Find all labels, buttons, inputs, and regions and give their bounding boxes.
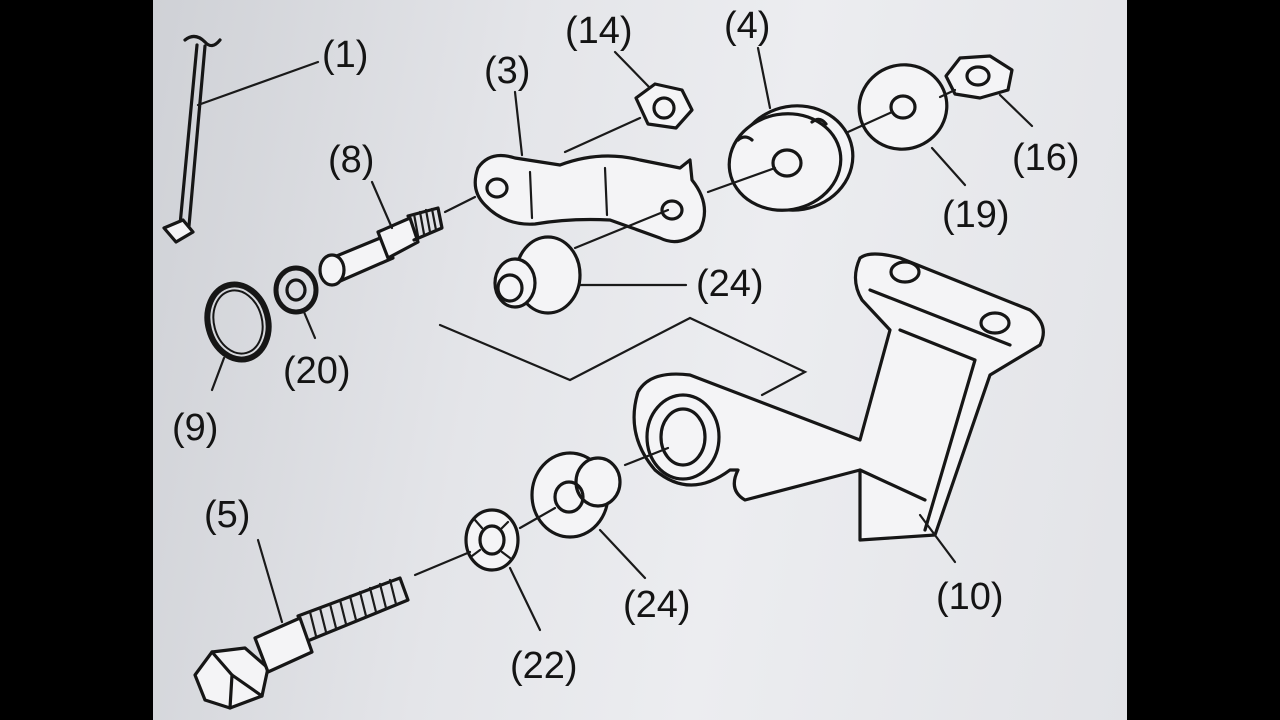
washer-small-part [273, 265, 319, 340]
label-1: (1) [322, 34, 368, 76]
label-22: (22) [510, 645, 578, 687]
washer-large-part [846, 63, 967, 187]
label-14: (14) [565, 10, 633, 52]
label-24-upper: (24) [696, 263, 764, 305]
nut-right-part [938, 54, 1034, 128]
label-10: (10) [936, 576, 1004, 618]
parts-diagram-page: (1) (3) (4) (5) (8) (9) (10) (14) (16) (… [153, 0, 1127, 720]
exploded-view-diagram: (1) (3) (4) (5) (8) (9) (10) (14) (16) (… [162, 5, 1080, 710]
bolt-part [193, 538, 472, 710]
label-5: (5) [204, 494, 250, 536]
label-9: (9) [172, 407, 218, 449]
label-19: (19) [942, 194, 1010, 236]
o-ring-part [204, 281, 272, 392]
label-16: (16) [1012, 137, 1080, 179]
label-24-lower: (24) [623, 584, 691, 626]
bracket-part [632, 252, 1045, 564]
link-plate-part [473, 90, 707, 244]
stud-part [318, 180, 477, 287]
label-8: (8) [328, 139, 374, 181]
bushing-upper-part [438, 208, 808, 397]
label-4: (4) [724, 5, 770, 47]
eccentric-cam-part [706, 46, 855, 212]
label-3: (3) [484, 50, 530, 92]
nut-upper-part [613, 50, 694, 130]
label-20: (20) [283, 350, 351, 392]
bushing-lower-part [530, 446, 670, 580]
rod-part [162, 34, 320, 244]
lock-washer-part [464, 506, 557, 632]
